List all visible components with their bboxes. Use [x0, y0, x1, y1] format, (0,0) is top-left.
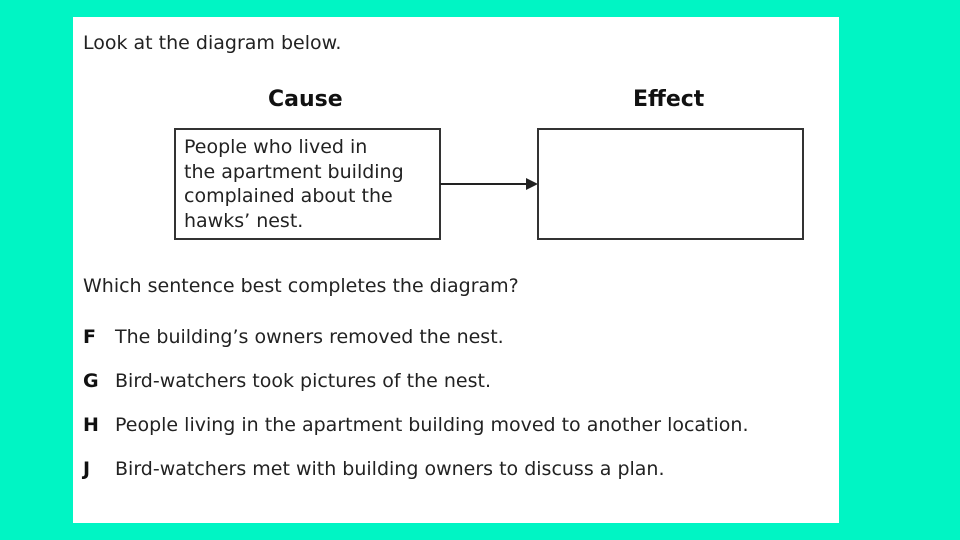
cause-box: People who lived in the apartment buildi… — [174, 128, 441, 240]
choice-text: The building’s owners removed the nest. — [115, 326, 504, 348]
effect-heading: Effect — [633, 87, 705, 112]
cause-line: hawks’ nest. — [184, 209, 304, 232]
arrow-icon — [440, 178, 538, 190]
choice-letter: H — [83, 414, 99, 436]
choice-text: Bird-watchers took pictures of the nest. — [115, 370, 492, 392]
choice-letter: F — [83, 326, 96, 348]
choice-letter: J — [83, 458, 91, 480]
cause-heading: Cause — [268, 87, 343, 112]
question-text: Which sentence best completes the diagra… — [83, 275, 519, 297]
cause-line: complained about the — [184, 185, 393, 207]
question-card: Look at the diagram below. Cause Effect … — [73, 17, 839, 523]
choice-letter: G — [83, 370, 99, 392]
choice-g[interactable]: G Bird-watchers took pictures of the nest… — [83, 370, 491, 392]
intro-text: Look at the diagram below. — [83, 32, 342, 54]
choice-f[interactable]: F The building’s owners removed the nest. — [83, 326, 504, 348]
choice-h[interactable]: H People living in the apartment building… — [83, 414, 749, 436]
cause-line: People who lived in — [184, 136, 368, 158]
effect-box — [537, 128, 804, 240]
choice-text: Bird-watchers met with building owners t… — [115, 458, 665, 480]
choice-text: People living in the apartment building … — [115, 414, 749, 436]
cause-line: the apartment building — [184, 160, 404, 183]
choice-j[interactable]: J Bird-watchers met with building owners … — [83, 458, 665, 480]
